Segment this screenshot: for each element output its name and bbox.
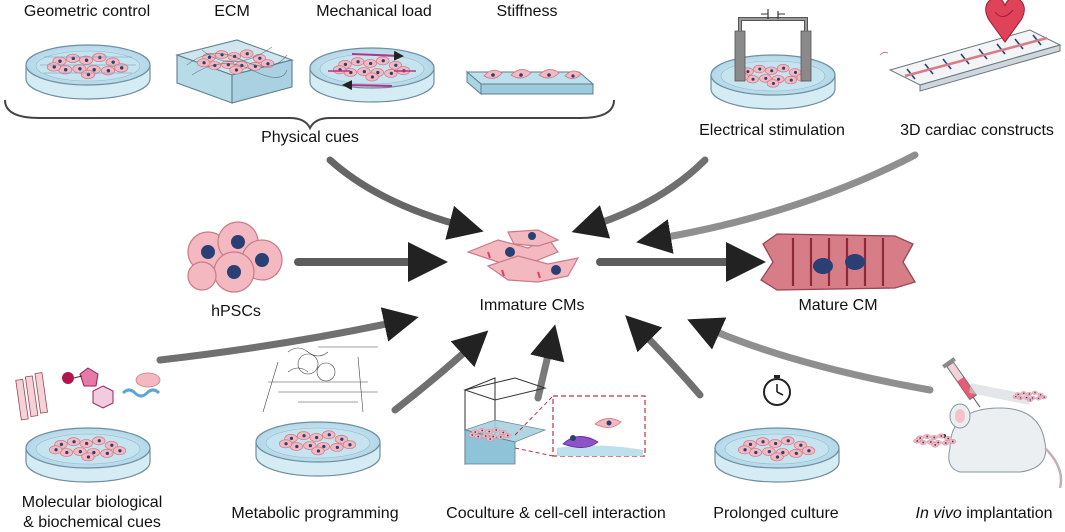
coculture-icon <box>463 377 646 465</box>
label-coculture: Coculture & cell-cell interaction <box>446 505 666 522</box>
label-metabolic-programming: Metabolic programming <box>231 505 399 522</box>
label-ecm: ECM <box>214 3 250 20</box>
label-electrical-stimulation: Electrical stimulation <box>699 122 845 139</box>
label-physical-cues: Physical cues <box>261 129 359 146</box>
hpscs-cells-icon <box>187 221 283 293</box>
physical-cues-bracket <box>4 99 615 131</box>
label-in-vivo-implantation: In vivo implantation <box>916 504 1053 523</box>
immature-cms-icon <box>466 229 580 283</box>
label-prolonged-culture: Prolonged culture <box>713 505 839 522</box>
label-molecular-line2: & biochemical cues <box>23 514 161 531</box>
label-immature-cms: Immature CMs <box>479 297 585 314</box>
label-mature-cm: Mature CM <box>798 297 878 314</box>
arrows <box>156 151 934 414</box>
molecular-cues-icon <box>15 367 161 483</box>
geometric-dish-icon <box>25 44 151 100</box>
label-mechanical-load: Mechanical load <box>316 3 432 20</box>
arrow-invivo-to-immature <box>687 317 934 394</box>
prolonged-culture-icon <box>714 375 840 483</box>
label-hpscs: hPSCs <box>211 303 261 320</box>
arrow-metabolic-to-immature <box>391 330 489 414</box>
electrical-stimulation-icon <box>710 9 836 110</box>
arrow-electrical-to-immature <box>571 156 709 239</box>
cardiac-construct-icon <box>879 0 1065 92</box>
mechanical-load-dish-icon <box>309 47 435 103</box>
ecm-scaffold-icon <box>175 39 294 104</box>
label-3d-cardiac-constructs: 3D cardiac constructs <box>900 122 1054 139</box>
metabolic-programming-icon <box>255 346 381 477</box>
label-geometric-control: Geometric control <box>23 3 151 20</box>
label-molecular-line1: Molecular biological <box>21 494 163 511</box>
heart-icon <box>985 0 1025 43</box>
mature-cm-icon <box>760 233 916 291</box>
arrow-molecular-to-immature <box>156 307 419 364</box>
arrow-physical-to-immature <box>326 156 484 240</box>
in-vivo-mouse-icon <box>914 357 1063 489</box>
label-implantation: implantation <box>961 505 1053 522</box>
arrow-coculture-to-immature <box>530 324 565 402</box>
clock-icon <box>763 375 791 406</box>
arrow-3d-to-immature <box>636 151 919 254</box>
label-in-vivo-italic: In vivo <box>915 505 962 522</box>
stiffness-substrate-icon <box>465 69 595 96</box>
arrow-prolonged-to-immature <box>625 315 704 399</box>
label-stiffness: Stiffness <box>496 3 558 20</box>
